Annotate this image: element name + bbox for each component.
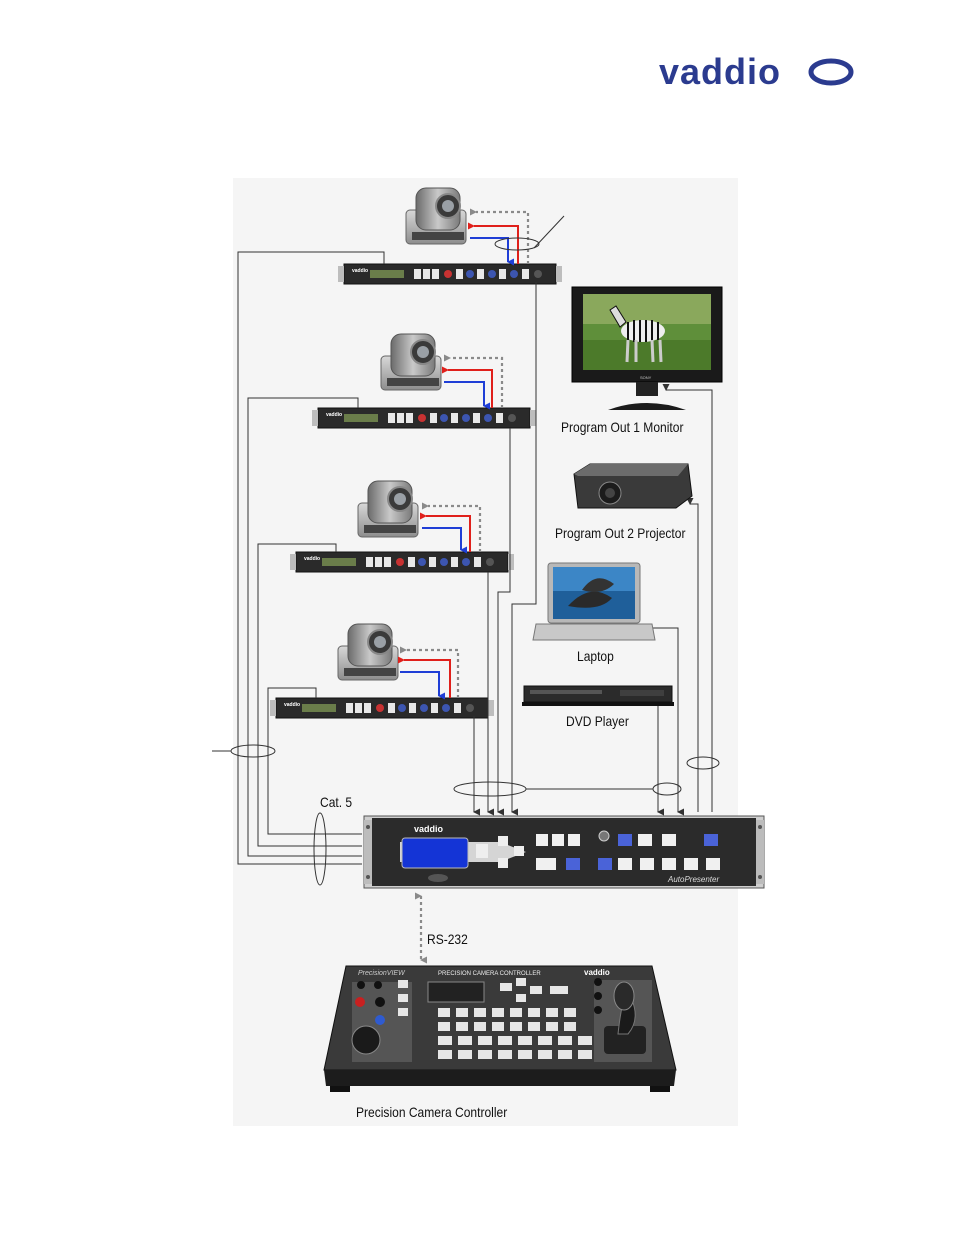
switcher-model: AutoPresenter xyxy=(667,875,719,884)
cat5-cables xyxy=(237,251,385,865)
camera-3-interface xyxy=(289,551,515,573)
precision-camera-controller: PrecisionVIEW PRECISION CAMERA CONTROLLE… xyxy=(323,965,677,1092)
camera-3 xyxy=(357,480,419,538)
camera-1-red-link xyxy=(468,222,519,264)
switcher-brand: vaddio xyxy=(414,824,444,834)
camera-4-blue-link xyxy=(400,671,445,700)
vaddio-logo-text: vaddio xyxy=(659,51,781,92)
program-out-2-projector xyxy=(573,463,693,509)
camera-4-interface xyxy=(269,697,495,719)
label-precision-camera-controller: Precision Camera Controller xyxy=(356,1104,508,1120)
pcc-model: PrecisionVIEW xyxy=(358,970,406,977)
label-cat5: Cat. 5 xyxy=(320,794,353,810)
camera-1-control-link xyxy=(470,208,530,264)
label-program-out-2-projector: Program Out 2 Projector xyxy=(555,525,686,541)
laptop xyxy=(532,562,656,641)
label-laptop: Laptop xyxy=(577,648,614,664)
camera-2 xyxy=(380,333,442,391)
camera-3-control-link xyxy=(422,502,482,552)
camera-2-interface xyxy=(311,407,537,429)
autopresenter-switcher: vaddio AutoPresenter xyxy=(363,815,765,889)
dvd-player xyxy=(522,685,674,706)
camera-1-interface xyxy=(337,263,563,285)
output-bundle-ellipse xyxy=(686,756,720,770)
camera-1-callout-line xyxy=(533,215,565,249)
camera-2-blue-link xyxy=(444,381,490,410)
camera-1-blue-link xyxy=(470,237,514,266)
camera-4-control-link xyxy=(400,646,460,698)
vaddio-logo: vaddio xyxy=(659,51,854,92)
pcc-keypad xyxy=(438,1008,592,1059)
program-out-1-monitor: SONY xyxy=(571,286,723,410)
camera-4-red-link xyxy=(398,656,451,698)
camera-4 xyxy=(337,623,399,681)
camera-2-control-link xyxy=(444,354,504,408)
label-rs232: RS-232 xyxy=(427,931,468,947)
camera-3-blue-link xyxy=(422,527,467,554)
video-cables xyxy=(473,282,713,816)
camera-3-red-link xyxy=(420,512,471,552)
video-bundle-ellipse-right xyxy=(652,782,682,796)
cat5-bundle-ellipse-vertical xyxy=(313,812,327,886)
pcc-title: PRECISION CAMERA CONTROLLER xyxy=(438,971,541,977)
camera-1 xyxy=(405,187,467,245)
label-program-out-1-monitor: Program Out 1 Monitor xyxy=(561,419,684,435)
monitor-brand: SONY xyxy=(640,375,652,380)
video-bundle-ellipse-center xyxy=(453,781,527,797)
pcc-brand: vaddio xyxy=(584,968,610,977)
label-dvd-player: DVD Player xyxy=(566,713,629,729)
camera-1-bundle-ellipse xyxy=(494,237,540,251)
camera-2-red-link xyxy=(442,366,493,408)
